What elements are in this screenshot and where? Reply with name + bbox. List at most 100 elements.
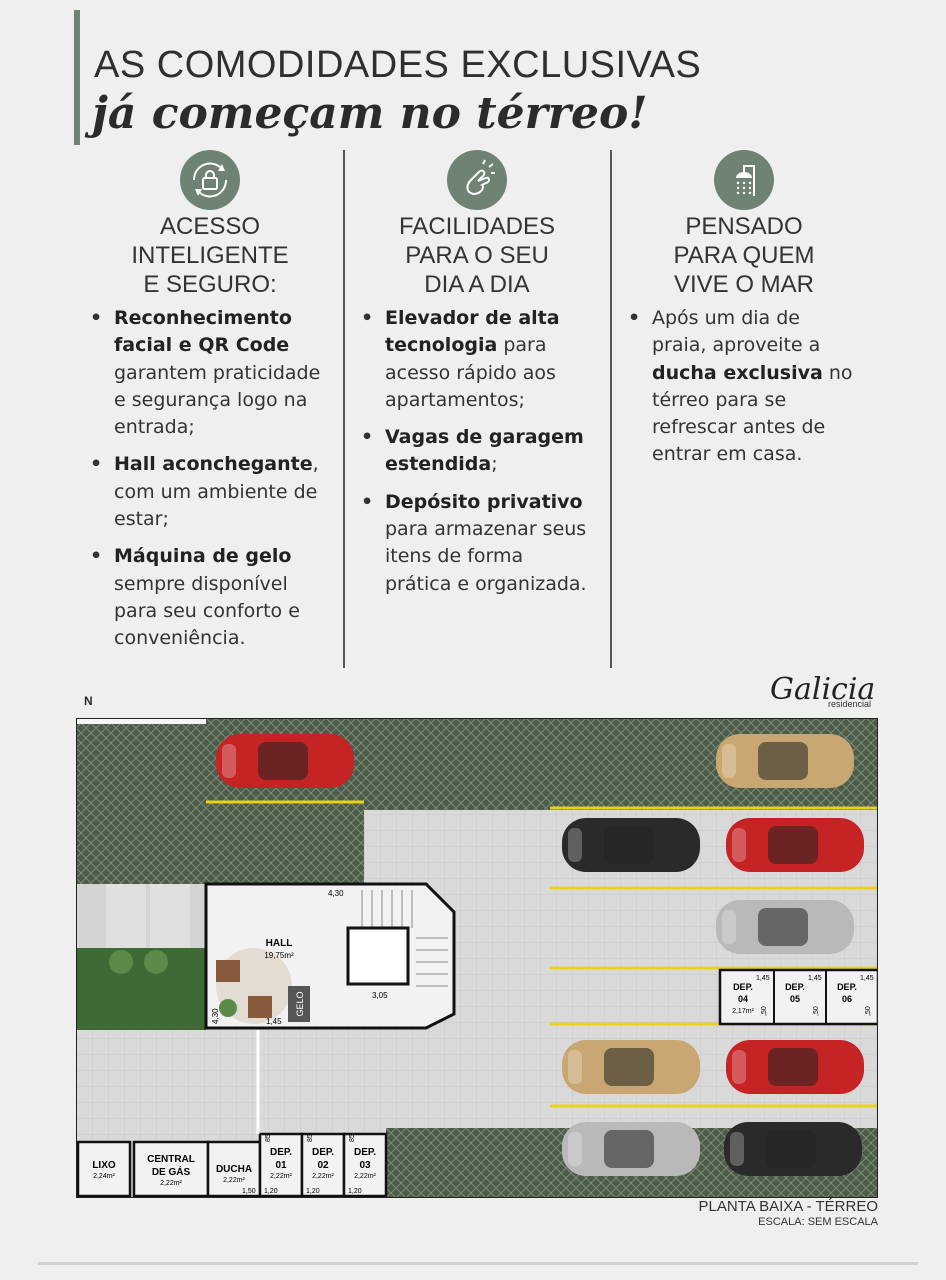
bullet-text: para armazenar seus itens de forma práti… xyxy=(385,518,587,595)
room-label: DEP. xyxy=(354,1147,376,1158)
bullet-list-facilities: Elevador de alta tecnologia para acesso … xyxy=(359,305,595,608)
brand-logo: Galicia xyxy=(770,672,876,707)
column-heading-access: ACESSO INTELIGENTE E SEGURO: xyxy=(110,212,310,299)
armchair xyxy=(216,960,240,982)
heading-line: PARA O SEU xyxy=(405,242,549,269)
dim-label: 1,45 xyxy=(808,975,822,982)
dim-label: 85 xyxy=(307,1134,314,1142)
car-red xyxy=(726,818,864,872)
room-label: 03 xyxy=(359,1160,371,1171)
heading-line: DIA A DIA xyxy=(424,271,530,298)
bullet-text: para acesso rápido aos apartamentos; xyxy=(385,334,556,411)
bullet-list-sea: Após um dia de praia, aproveite a ducha … xyxy=(626,305,858,479)
brand-logo-sub: residencial xyxy=(828,699,872,709)
room-label: DEP. xyxy=(733,982,753,992)
divider xyxy=(38,1262,918,1265)
bullet-bold: Reconhecimento facial e QR Code xyxy=(114,307,292,357)
column-divider xyxy=(343,150,345,668)
dim-label: 4,30 xyxy=(328,889,344,898)
room-area: 2,22m² xyxy=(160,1180,182,1187)
list-item: Máquina de gelo sempre disponível para s… xyxy=(88,543,326,652)
room-label: 06 xyxy=(842,994,852,1004)
bullet-list-access: Reconhecimento facial e QR Code garantem… xyxy=(88,305,326,663)
room-area: 2,22m² xyxy=(270,1173,292,1180)
heading-line: PARA QUEM xyxy=(673,242,815,269)
car-beige xyxy=(716,734,854,788)
armchair xyxy=(248,996,272,1018)
gelo-label: GELO xyxy=(295,991,305,1016)
list-item: Após um dia de praia, aproveite a ducha … xyxy=(626,305,858,469)
heading-line: INTELIGENTE xyxy=(131,242,289,269)
lock-refresh-icon xyxy=(180,150,240,210)
bullet-text: ; xyxy=(491,453,498,476)
heading-line: VIVE O MAR xyxy=(673,271,815,298)
floor-plan: GELO HALL 19,75m² 4,30 3,05 1,45 4,30 DE… xyxy=(75,717,880,1199)
list-item: Hall aconchegante, com um ambiente de es… xyxy=(88,451,326,533)
room-label: DEP. xyxy=(837,982,857,992)
bullet-bold: Máquina de gelo xyxy=(114,545,292,568)
room-label: 01 xyxy=(275,1160,287,1171)
dim-label: 1,45 xyxy=(266,1017,282,1026)
car-beige xyxy=(562,1040,700,1094)
dim-label: ,50 xyxy=(761,1006,768,1016)
dim-label: ,50 xyxy=(865,1006,872,1016)
page-title: AS COMODIDADES EXCLUSIVAS xyxy=(94,44,702,86)
dim-label: ,50 xyxy=(813,1006,820,1016)
list-item: Depósito privativo para armazenar seus i… xyxy=(359,489,595,598)
dim-label: 85 xyxy=(349,1134,356,1142)
room-area: 2,22m² xyxy=(312,1173,334,1180)
car-silver xyxy=(716,900,854,954)
column-divider xyxy=(610,150,612,668)
room-area: 2,17m² xyxy=(732,1008,754,1015)
bullet-bold: ducha exclusiva xyxy=(652,361,823,384)
dim-label: 3,05 xyxy=(372,991,388,1000)
hall-label: HALL xyxy=(266,938,293,949)
room-label: 04 xyxy=(738,994,748,1004)
room-area: 2,22m² xyxy=(354,1173,376,1180)
car-red xyxy=(216,734,354,788)
room-label: DEP. xyxy=(785,982,805,992)
dim-label: 1,50 xyxy=(242,1188,256,1195)
dim-label: 1,20 xyxy=(306,1188,320,1195)
car-dark xyxy=(724,1122,862,1176)
dim-label: 1,45 xyxy=(860,975,874,982)
title-accent-bar xyxy=(74,10,80,145)
heading-line: FACILIDADES xyxy=(398,213,556,240)
dim-label: 1,20 xyxy=(264,1188,278,1195)
room-label: 02 xyxy=(317,1160,329,1171)
plan-scale: ESCALA: SEM ESCALA xyxy=(758,1216,878,1228)
bullet-text: Após um dia de praia, aproveite a xyxy=(652,307,821,357)
list-item: Elevador de alta tecnologia para acesso … xyxy=(359,305,595,414)
north-indicator: N xyxy=(84,694,93,708)
page-subtitle-script: já começam no térreo! xyxy=(92,88,648,139)
ice-machine xyxy=(288,986,310,1022)
heading-line: E SEGURO: xyxy=(143,271,277,298)
room-label: DUCHA xyxy=(216,1164,252,1175)
room-area: 2,24m² xyxy=(93,1173,115,1180)
elevator xyxy=(346,926,410,986)
room-label: 05 xyxy=(790,994,800,1004)
room-label: DE GÁS xyxy=(152,1165,191,1178)
dim-label: 85 xyxy=(265,1134,272,1142)
list-item: Vagas de garagem estendida; xyxy=(359,424,595,479)
bullet-bold: Vagas de garagem estendida xyxy=(385,426,584,476)
column-heading-sea: PENSADO PARA QUEM VIVE O MAR xyxy=(644,212,844,299)
dim-label: 1,45 xyxy=(756,975,770,982)
staircase xyxy=(361,890,448,987)
heading-line: ACESSO xyxy=(159,213,261,240)
bullet-text: , com um ambiente de estar; xyxy=(114,453,319,531)
bullet-text: garantem praticidade e segurança logo na… xyxy=(114,361,321,439)
column-heading-facilities: FACILIDADES PARA O SEU DIA A DIA xyxy=(377,212,577,299)
bullet-bold: Elevador de alta tecnologia xyxy=(385,307,560,357)
dim-label: 4,30 xyxy=(211,1008,220,1024)
finger-snap-icon xyxy=(447,150,507,210)
list-item: Reconhecimento facial e QR Code garantem… xyxy=(88,305,326,441)
bullet-bold: Depósito privativo xyxy=(385,490,583,513)
hall-area: 19,75m² xyxy=(264,951,294,960)
room-label: LIXO xyxy=(92,1160,116,1171)
bullet-text: no térreo para se refrescar antes de ent… xyxy=(652,361,853,466)
car-silver xyxy=(562,1122,700,1176)
bottom-rooms xyxy=(76,1132,388,1198)
room-area: 2,22m² xyxy=(223,1177,245,1184)
